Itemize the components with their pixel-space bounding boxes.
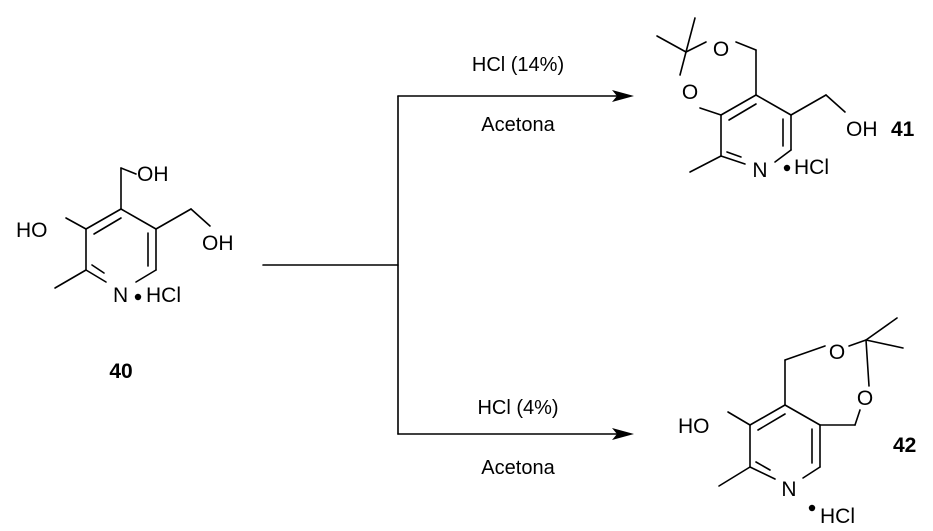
nitrogen-label: N <box>781 478 796 501</box>
compound-number: 41 <box>891 118 915 141</box>
compound-40: OH OH HO N HCl 40 <box>16 163 234 383</box>
hcl-salt-label: HCl <box>794 156 829 179</box>
compound-42: O O HO 42 N HCl <box>678 317 916 528</box>
hcl-salt-label: HCl <box>820 505 855 528</box>
compound-41-bonds <box>656 17 846 173</box>
oxygen-label: O <box>713 38 729 61</box>
oxygen-label: O <box>829 341 845 364</box>
compound-40-bonds <box>54 167 211 289</box>
ho-label: HO <box>678 415 710 438</box>
ho-label: HO <box>16 219 48 242</box>
oxygen-label: O <box>682 81 698 104</box>
oxygen-label: O <box>857 387 873 410</box>
salt-bullet-icon <box>808 504 816 512</box>
oh-label: OH <box>137 163 169 186</box>
solvent-label: Acetona <box>481 457 555 479</box>
oh-label: OH <box>202 232 234 255</box>
compound-number: 42 <box>893 434 916 457</box>
nitrogen-label: N <box>113 284 128 307</box>
salt-bullet-icon <box>134 293 142 301</box>
solvent-label: Acetona <box>481 114 555 136</box>
compound-41: O O OH 41 N HCl <box>656 17 915 182</box>
reagent-label: HCl (4%) <box>477 397 558 419</box>
compound-number: 40 <box>109 360 132 383</box>
nitrogen-label: N <box>752 159 767 182</box>
arrow-head-icon <box>612 428 634 440</box>
reagent-label: HCl (14%) <box>472 54 564 76</box>
arrow-head-icon <box>612 90 634 102</box>
compound-42-bonds <box>718 317 904 487</box>
oh-label: OH <box>846 118 878 141</box>
hcl-salt-label: HCl <box>146 284 181 307</box>
reaction-arrows <box>262 90 634 440</box>
salt-bullet-icon <box>783 164 791 172</box>
